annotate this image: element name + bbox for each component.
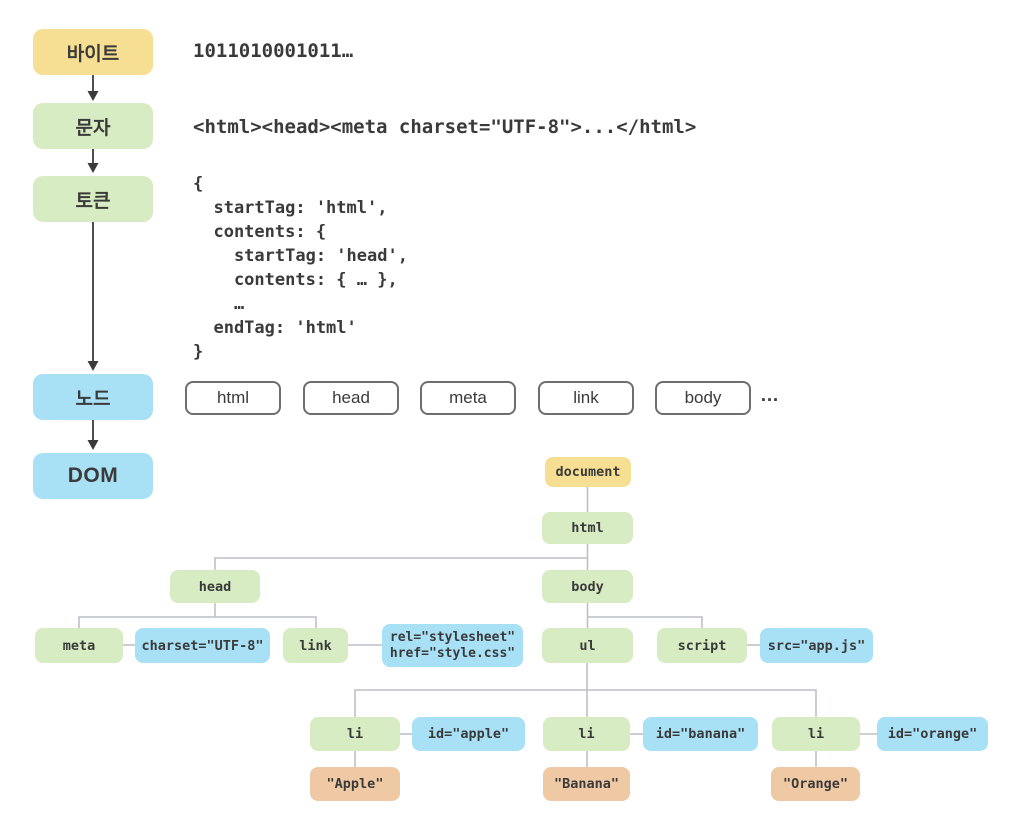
tree-node-body: body <box>542 570 633 603</box>
tree-attr-charset: charset="UTF-8" <box>135 628 270 663</box>
tree-node-li-1: li <box>310 717 400 751</box>
tree-text-orange: "Orange" <box>771 767 860 801</box>
tree-node-script: script <box>657 628 747 663</box>
tokens-example-code: { startTag: 'html', contents: { startTag… <box>193 174 408 362</box>
tree-attr-id-apple: id="apple" <box>412 717 525 751</box>
tree-text-apple: "Apple" <box>310 767 400 801</box>
pipeline-stage-characters-label: 문자 <box>75 117 111 139</box>
tree-node-li-2: li <box>543 717 630 751</box>
node-chip-link: link <box>538 381 634 415</box>
pipeline-stage-nodes: 노드 <box>33 374 153 420</box>
tree-node-li-3: li <box>772 717 860 751</box>
characters-example-text: <html><head><meta charset="UTF-8">...</h… <box>193 116 697 138</box>
tree-node-head: head <box>170 570 260 603</box>
tree-node-document: document <box>545 457 631 487</box>
pipeline-stage-bytes-label: 바이트 <box>66 43 120 65</box>
tree-node-html: html <box>542 512 633 544</box>
node-chip-meta: meta <box>420 381 516 415</box>
tree-node-meta: meta <box>35 628 123 663</box>
bytes-example-text: 1011010001011… <box>193 40 354 62</box>
flow-arrowheads <box>87 91 99 450</box>
node-chip-html: html <box>185 381 281 415</box>
tree-text-banana: "Banana" <box>543 767 630 801</box>
pipeline-stage-tokens-label: 토큰 <box>75 190 111 212</box>
pipeline-stage-characters: 문자 <box>33 103 153 149</box>
tree-attr-id-banana: id="banana" <box>643 717 758 751</box>
tree-attr-src: src="app.js" <box>760 628 873 663</box>
pipeline-stage-tokens: 토큰 <box>33 176 153 222</box>
tree-attr-rel-href: rel="stylesheet" href="style.css" <box>382 624 523 667</box>
pipeline-stage-dom-label: DOM <box>67 464 119 487</box>
tree-node-ul: ul <box>542 628 633 663</box>
pipeline-stage-bytes: 바이트 <box>33 29 153 75</box>
tree-attr-id-orange: id="orange" <box>877 717 988 751</box>
tree-node-link: link <box>283 628 348 663</box>
pipeline-stage-dom: DOM <box>33 453 153 499</box>
tree-connector-lines <box>78 487 877 767</box>
node-chip-body: body <box>655 381 751 415</box>
node-chips-ellipsis: … <box>760 385 779 406</box>
node-chip-head: head <box>303 381 399 415</box>
pipeline-stage-nodes-label: 노드 <box>75 388 111 410</box>
